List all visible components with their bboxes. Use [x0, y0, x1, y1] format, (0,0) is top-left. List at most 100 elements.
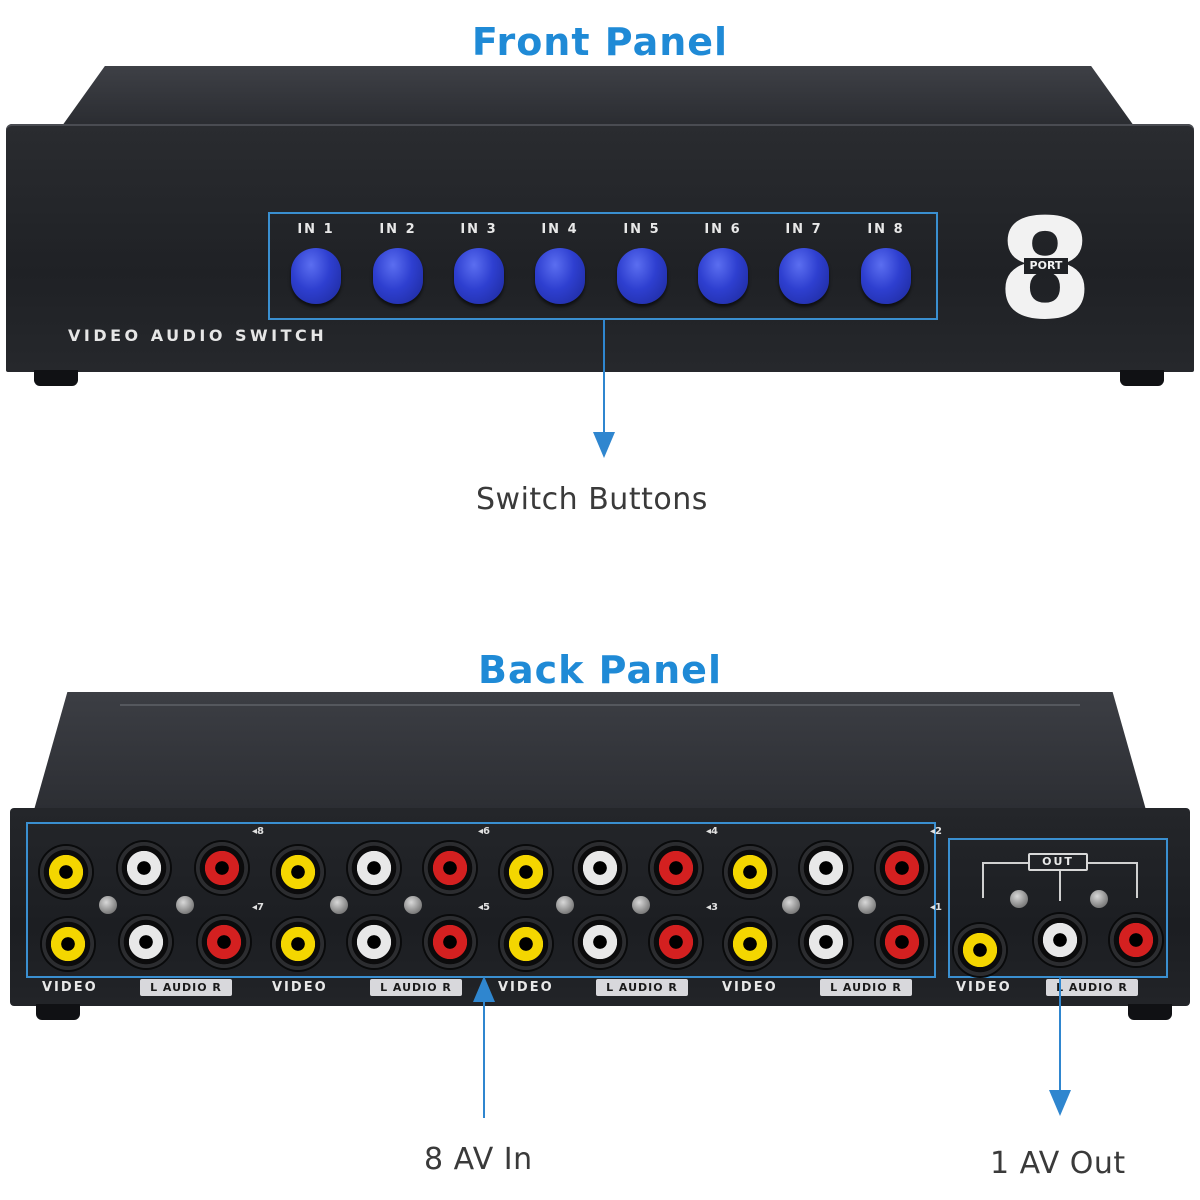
av-out-arrow-line [1059, 978, 1061, 1092]
rca-jack-video-in-5[interactable] [272, 918, 324, 970]
screw [782, 896, 800, 914]
port-number-label: ◂6 [478, 826, 490, 837]
screw [1010, 890, 1028, 908]
rca-jack-audio-l-in-7[interactable] [120, 916, 172, 968]
switch-buttons-caption: Switch Buttons [476, 482, 708, 517]
rca-jack-audio-r-in-1[interactable] [876, 916, 928, 968]
rca-jack-audio-l-in-3[interactable] [574, 916, 626, 968]
switch-button-7[interactable] [779, 248, 829, 304]
switch-button-8[interactable] [861, 248, 911, 304]
port-number-1: 1 [935, 902, 942, 913]
av-in-caption: 8 AV In [424, 1142, 533, 1177]
rca-jack-video-in-7[interactable] [42, 918, 94, 970]
rca-jack-video-out[interactable] [954, 924, 1006, 976]
switch-button-2[interactable] [373, 248, 423, 304]
port-number-label: ◂1 [930, 902, 942, 913]
rca-jack-audio-r-in-8[interactable] [196, 842, 248, 894]
switch-button-1[interactable] [291, 248, 341, 304]
out-wire [1059, 871, 1061, 901]
port-number-5: 5 [483, 902, 490, 913]
out-wire [1136, 862, 1138, 898]
rca-jack-audio-l-out[interactable] [1034, 914, 1086, 966]
input-label-6: IN 6 [704, 222, 742, 237]
rca-jack-audio-r-in-7[interactable] [198, 916, 250, 968]
rca-jack-video-in-8[interactable] [40, 846, 92, 898]
screw [330, 896, 348, 914]
rca-jack-video-in-4[interactable] [500, 846, 552, 898]
input-label-2: IN 2 [379, 222, 417, 237]
rca-jack-audio-l-in-5[interactable] [348, 916, 400, 968]
audio-label: L AUDIO R [140, 979, 232, 996]
rca-jack-audio-l-in-4[interactable] [574, 842, 626, 894]
rca-jack-video-in-3[interactable] [500, 918, 552, 970]
back-device-top-seam [120, 704, 1080, 706]
switch-buttons-arrow-line [603, 320, 605, 432]
screw [176, 896, 194, 914]
port-number-6: 6 [483, 826, 490, 837]
port-number-label: ◂4 [706, 826, 718, 837]
input-label-1: IN 1 [297, 222, 335, 237]
out-wire [982, 862, 1028, 864]
rca-jack-audio-l-in-6[interactable] [348, 842, 400, 894]
video-label: VIDEO [42, 980, 98, 995]
out-wire [982, 862, 984, 898]
rca-jack-audio-r-out[interactable] [1110, 914, 1162, 966]
screw [1090, 890, 1108, 908]
rca-jack-audio-r-in-4[interactable] [650, 842, 702, 894]
video-label: VIDEO [272, 980, 328, 995]
input-label-5: IN 5 [623, 222, 661, 237]
switch-button-3[interactable] [454, 248, 504, 304]
back-device-top [34, 692, 1146, 810]
input-label-3: IN 3 [460, 222, 498, 237]
screw [858, 896, 876, 914]
rca-jack-video-in-6[interactable] [272, 846, 324, 898]
av-output-highlight [948, 838, 1168, 978]
av-out-caption: 1 AV Out [990, 1146, 1126, 1181]
av-out-arrow-head [1049, 1090, 1071, 1116]
front-foot-left [34, 370, 78, 386]
front-device-top [62, 66, 1134, 126]
rca-jack-audio-l-in-8[interactable] [118, 842, 170, 894]
audio-out-label: L AUDIO R [1046, 979, 1138, 996]
video-out-label: VIDEO [956, 980, 1012, 995]
rca-jack-audio-r-in-5[interactable] [424, 916, 476, 968]
front-device-face [6, 124, 1194, 372]
audio-label: L AUDIO R [596, 979, 688, 996]
rca-jack-audio-r-in-6[interactable] [424, 842, 476, 894]
port-number-8: 8 [257, 826, 264, 837]
rca-jack-audio-l-in-1[interactable] [800, 916, 852, 968]
port-word-badge: PORT [1024, 258, 1068, 274]
back-device-face [10, 808, 1190, 1006]
port-number-4: 4 [711, 826, 718, 837]
input-label-7: IN 7 [785, 222, 823, 237]
switch-button-5[interactable] [617, 248, 667, 304]
screw [632, 896, 650, 914]
rca-jack-audio-r-in-2[interactable] [876, 842, 928, 894]
back-panel-heading: Back Panel [478, 648, 722, 692]
video-label: VIDEO [498, 980, 554, 995]
screw [556, 896, 574, 914]
front-panel-heading: Front Panel [471, 20, 729, 64]
input-label-4: IN 4 [541, 222, 579, 237]
device-label: VIDEO AUDIO SWITCH [68, 326, 328, 345]
out-tag: OUT [1028, 853, 1088, 871]
rca-jack-video-in-1[interactable] [724, 918, 776, 970]
screw [404, 896, 422, 914]
back-foot-left [36, 1004, 80, 1020]
rca-jack-audio-r-in-3[interactable] [650, 916, 702, 968]
switch-button-4[interactable] [535, 248, 585, 304]
av-in-arrow-head [473, 976, 495, 1002]
port-number-2: 2 [935, 826, 942, 837]
port-number-label: ◂7 [252, 902, 264, 913]
port-number-3: 3 [711, 902, 718, 913]
port-number-label: ◂5 [478, 902, 490, 913]
port-number-label: ◂2 [930, 826, 942, 837]
front-foot-right [1120, 370, 1164, 386]
rca-jack-audio-l-in-2[interactable] [800, 842, 852, 894]
switch-button-6[interactable] [698, 248, 748, 304]
audio-label: L AUDIO R [820, 979, 912, 996]
back-foot-right [1128, 1004, 1172, 1020]
port-number-label: ◂8 [252, 826, 264, 837]
out-wire [1088, 862, 1138, 864]
rca-jack-video-in-2[interactable] [724, 846, 776, 898]
